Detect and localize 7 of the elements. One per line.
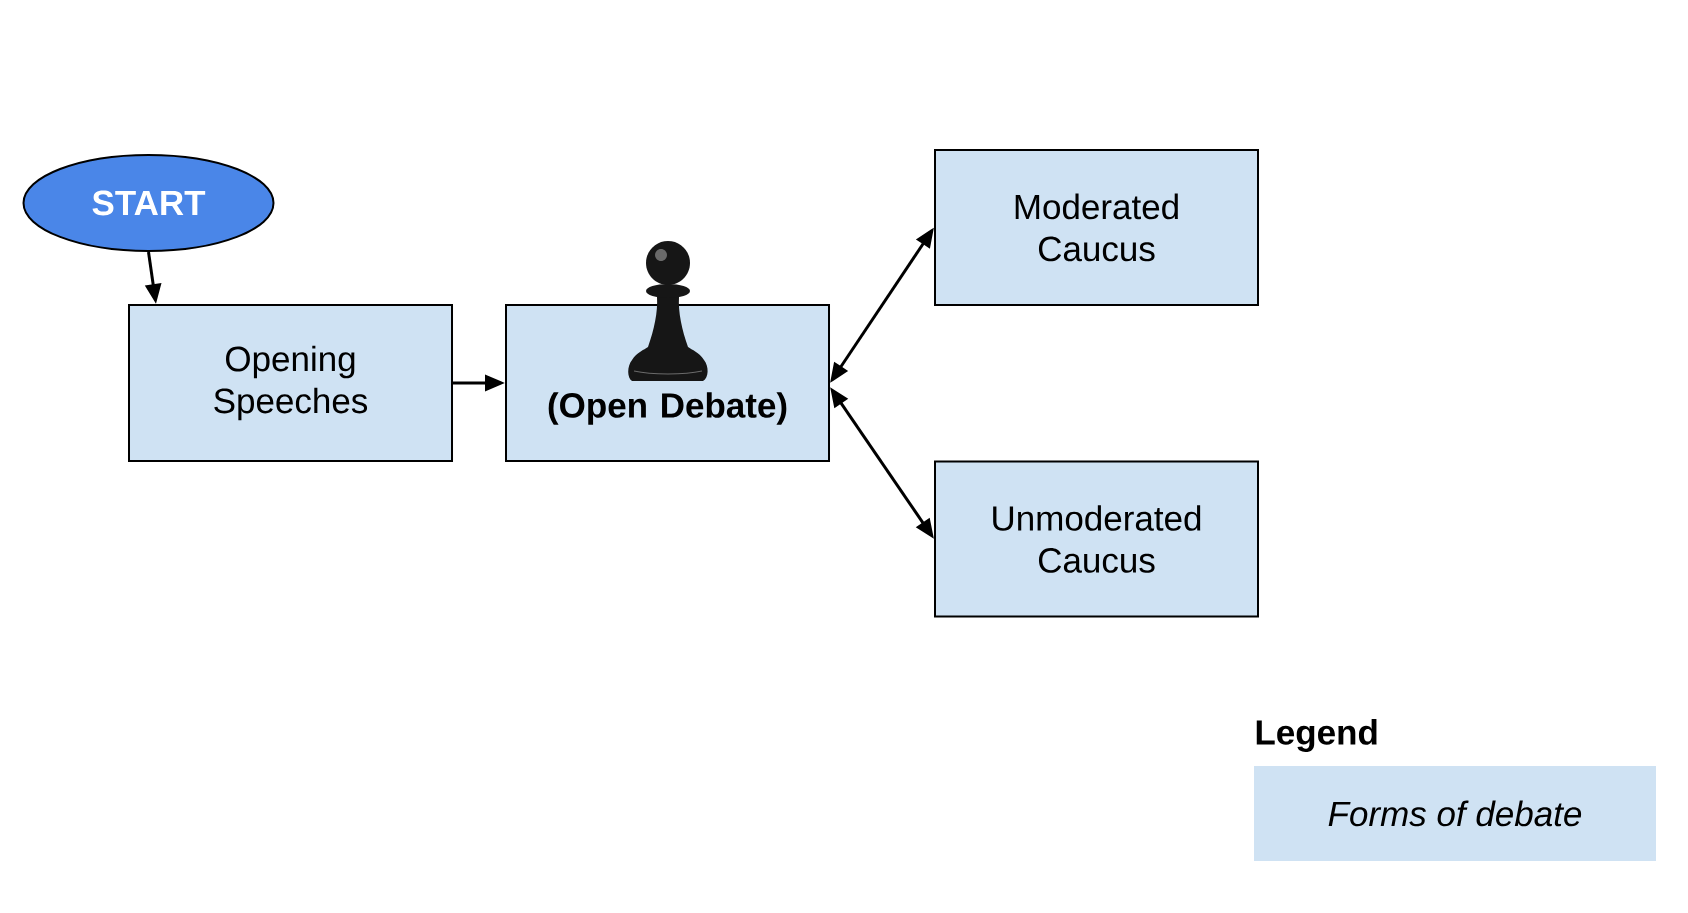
- process-box: (Open Debate): [505, 304, 830, 462]
- process-box: Moderated Caucus: [934, 149, 1259, 306]
- legend-text: Forms of debate: [1328, 800, 1582, 827]
- process-box: Opening Speeches: [128, 304, 453, 462]
- start-oval: START: [22, 154, 275, 252]
- process-box: Unmoderated Caucus: [934, 460, 1259, 618]
- legend-title: Legend: [1256, 719, 1377, 752]
